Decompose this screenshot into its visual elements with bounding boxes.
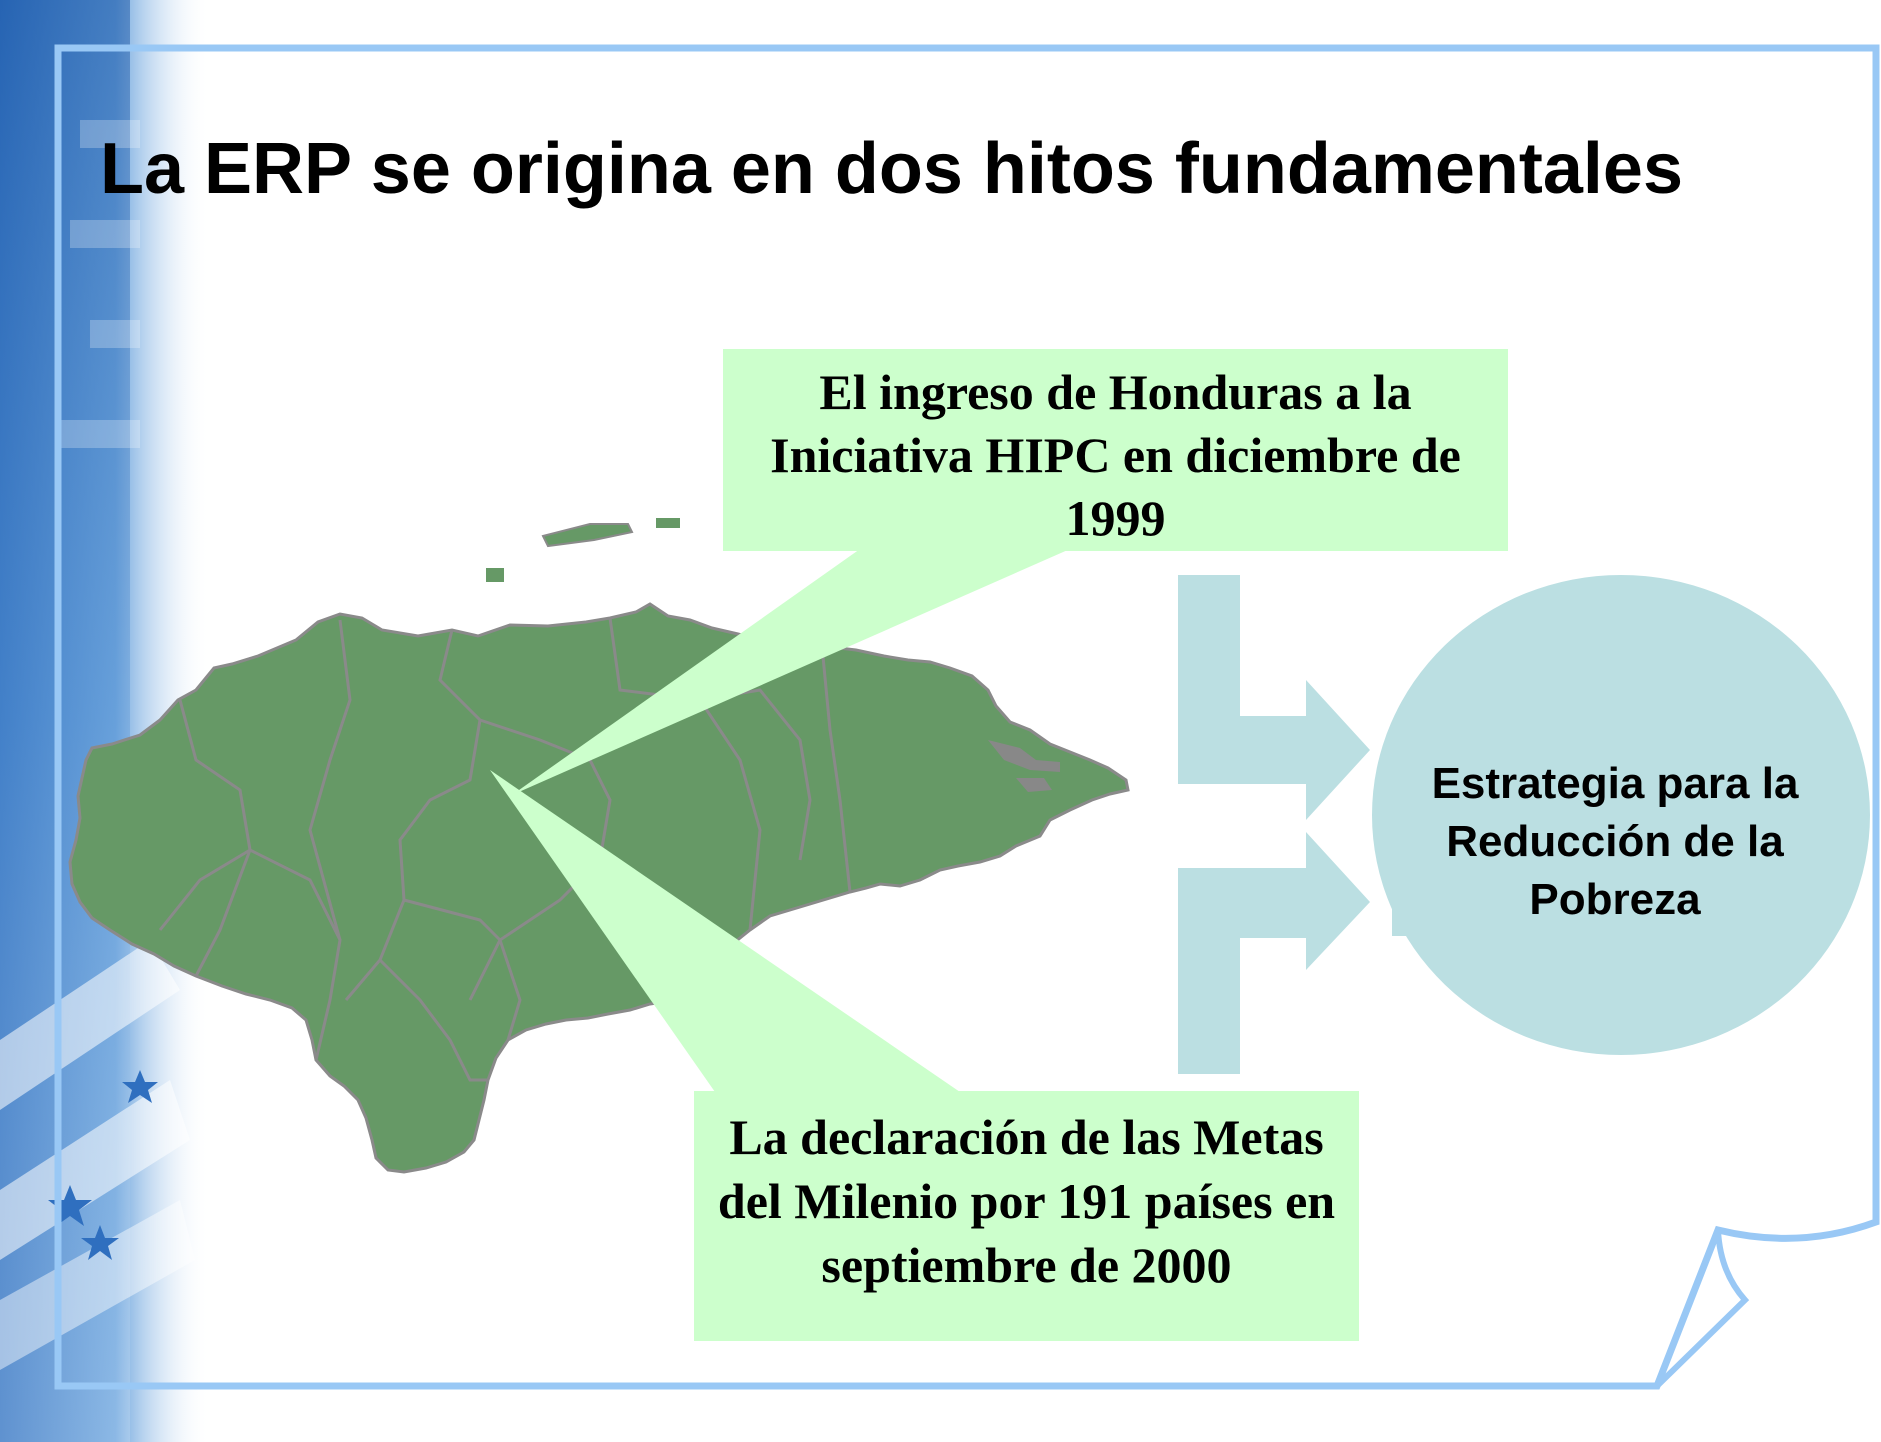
callout-top-pointer: [512, 549, 1070, 795]
page-frame: [54, 44, 1880, 1390]
arrow-lower: [1178, 832, 1370, 1074]
arrow-upper: [1178, 575, 1370, 820]
slide-title: La ERP se origina en dos hitos fundament…: [100, 129, 1684, 209]
flag-stars: [48, 1070, 158, 1260]
banner-number-texture: [60, 120, 140, 448]
callout-bottom-pointer: [490, 770, 960, 1092]
result-circle: [1372, 575, 1870, 1055]
milestone-hipc-callout: El ingreso de Honduras a la Iniciativa H…: [723, 349, 1508, 551]
callout-pointers: [490, 549, 1070, 1092]
milestone-millennium-callout: La declaración de las Metas del Milenio …: [694, 1091, 1359, 1341]
result-label: Estrategia para la Reducción de la Pobre…: [1431, 759, 1799, 924]
